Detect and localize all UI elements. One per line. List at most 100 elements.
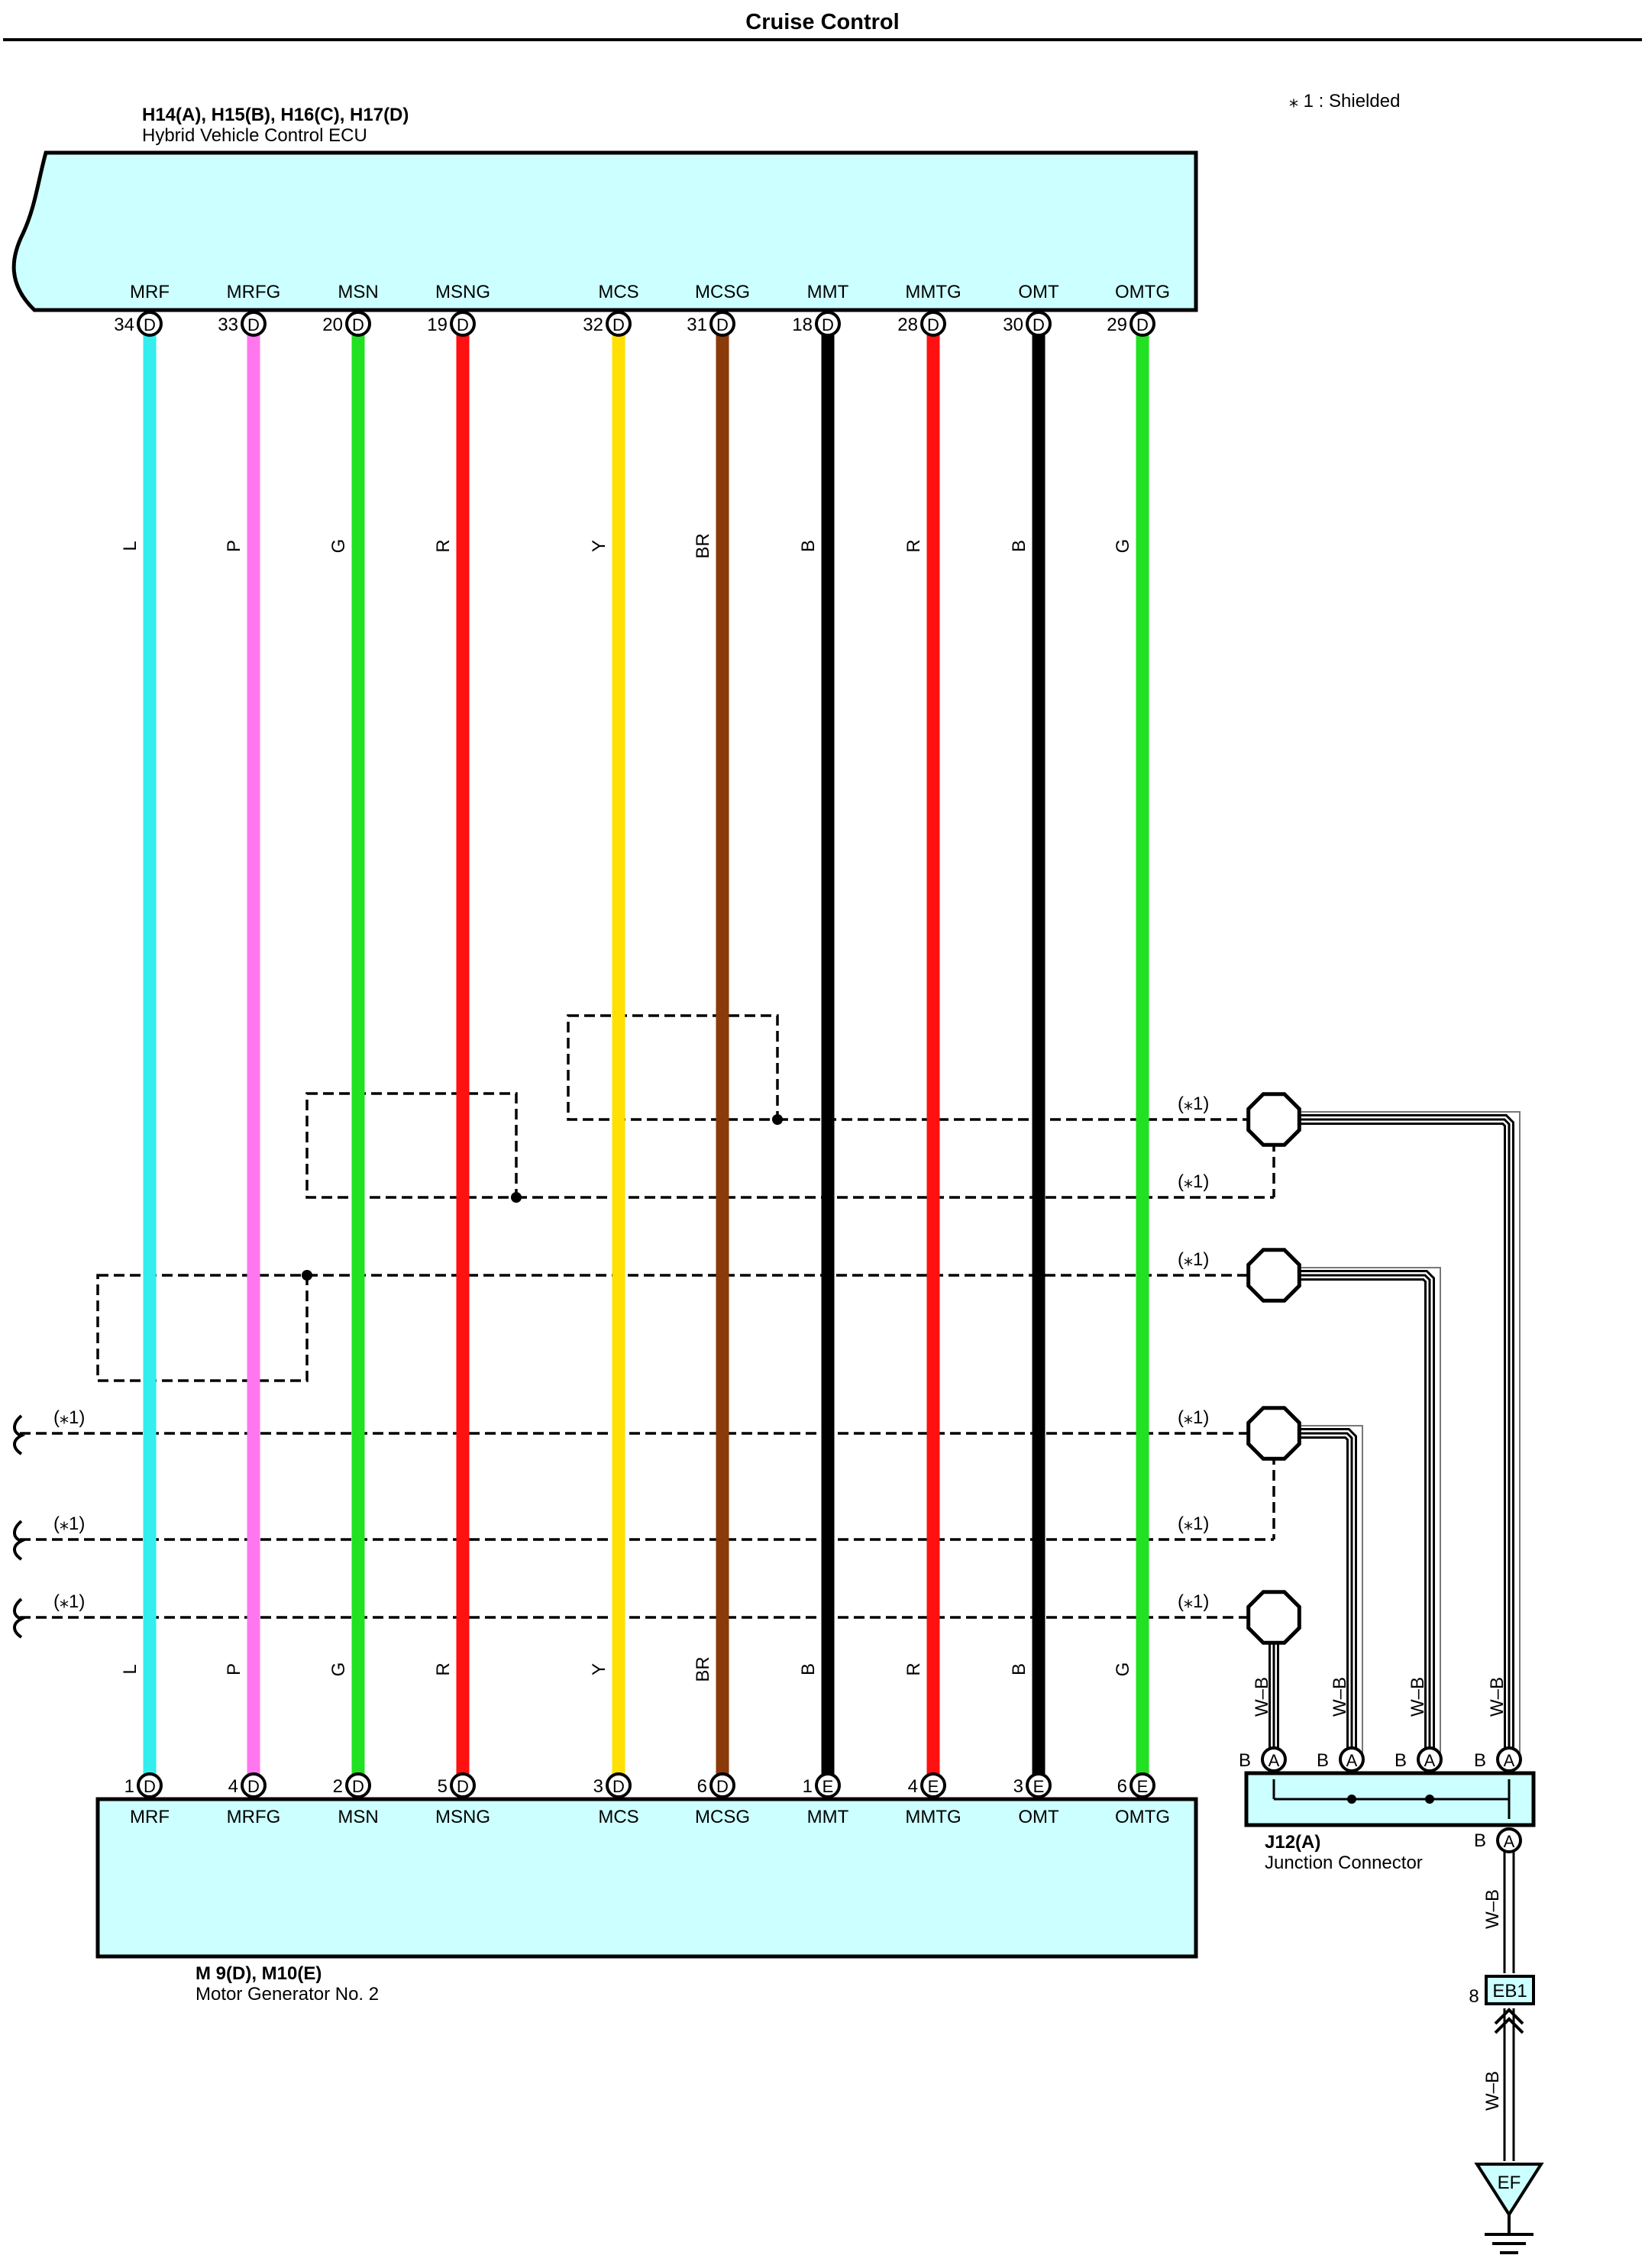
ecu-pin-connector: D [247,315,260,334]
ecu-pin-circle [1026,311,1052,337]
motor-pin-connector: D [716,1777,729,1796]
ecu-pin-circle [920,311,946,337]
junction-pin-circle [1417,1746,1443,1772]
junction-name: Junction Connector [1265,1853,1423,1873]
junction-bus [1272,1779,1511,1819]
ground-wire-label-1: W–B [1482,1889,1503,1929]
motor-pin-circle [450,1772,476,1798]
ecu-terminal-name: MMTG [905,282,961,302]
wire-group: MRFD34LLD1MRFMRFGD33PPD4MRFGMSND20GGD2MS… [114,282,1170,1827]
motor-pin-connector: E [1137,1777,1149,1796]
ecu-connectors: H14(A), H15(B), H16(C), H17(D) [142,105,409,125]
ecu-pin-number: 34 [114,315,134,335]
motor-terminal-name: MSNG [435,1807,490,1827]
harness-core [1300,1432,1353,1761]
shield-label: (⁎1) [1178,1094,1209,1114]
motor-pin-circle [241,1772,267,1798]
motor-pin-connector: E [1033,1777,1045,1796]
motor-pin-number: 3 [1013,1776,1023,1797]
junction-pin-letter: A [1424,1751,1436,1770]
wire-color-code-bottom: G [1113,1662,1133,1677]
junction-pin-circle [1261,1746,1287,1772]
wire-color-code-top: Y [589,540,609,552]
junction-wire-label: W–B [1407,1677,1428,1717]
motor-terminal-name: OMT [1018,1807,1059,1827]
ecu-pin-number: 18 [792,315,813,335]
page-title: Cruise Control [745,10,899,34]
ecu-pin-connector: D [1033,315,1045,334]
junction-out-pin [1496,1827,1522,1853]
ground-triangle [1474,2163,1544,2218]
ecu-pin-number: 31 [687,315,707,335]
junction-out-wire: B [1474,1830,1486,1851]
motor-pin-circle [920,1772,946,1798]
ecu-pin-circle [815,311,841,337]
shield-label: (⁎1) [53,1591,85,1612]
shield-break-marks [13,1414,26,1639]
wire-color-code-bottom: G [328,1662,349,1677]
ecu-terminal-name: MSNG [435,282,490,302]
harness-guide [1301,1111,1521,1761]
motor-pin-connector: D [144,1777,156,1796]
shield-label: (⁎1) [53,1514,85,1534]
shield-label: (⁎1) [1178,1514,1209,1534]
shield-ground-octagon-2 [1246,1248,1301,1303]
harness-guide [1301,1267,1441,1761]
shield-lines [20,1014,1275,1619]
shield-labels: (⁎1)(⁎1)(⁎1)(⁎1)(⁎1)(⁎1)(⁎1)(⁎1)(⁎1) [53,1094,1209,1612]
motor-pin-circle [606,1772,632,1798]
junction-pin-wire: B [1317,1750,1329,1771]
junction-id: J12(A) [1265,1832,1320,1853]
junction-wire-label: W–B [1487,1677,1508,1717]
motor-pin-circle [345,1772,371,1798]
wire-color-code-top: B [1009,540,1029,552]
shield-ground-octagon-3 [1246,1406,1301,1461]
ground-harness [1268,1111,1521,1761]
motor-pin-circle [815,1772,841,1798]
motor-terminal-name: MRF [130,1807,170,1827]
ecu-pin-connector: D [457,315,469,334]
motor-pin-number: 5 [438,1776,448,1797]
ecu-pin-connector: D [612,315,625,334]
junction-pin-wire: B [1239,1750,1251,1771]
motor-terminal-name: MMTG [905,1807,961,1827]
motor-pin-number: 2 [333,1776,343,1797]
wire-color-code-bottom: Y [589,1663,609,1675]
wire-color-code-top: BR [693,533,713,558]
ecu-pin-circle [606,311,632,337]
junction-pin-letter: A [1504,1751,1515,1770]
ground-connector-chevron [1494,2008,1524,2034]
motor-terminal-name: MCS [598,1807,638,1827]
shield-ground-octagon-4 [1246,1590,1301,1645]
ecu-pin-connector: D [352,315,364,334]
harness-guide [1301,1425,1363,1761]
motor-terminal-name: OMTG [1115,1807,1170,1827]
motor-name: Motor Generator No. 2 [196,1984,379,2005]
ground-wire [1503,1851,1515,2161]
motor-pin-number: 3 [593,1776,603,1797]
wire-color-code-bottom: B [1009,1663,1029,1675]
junction-pin-letter: A [1346,1751,1358,1770]
motor-pin-connector: D [352,1777,364,1796]
wire-color-code-bottom: R [903,1662,924,1675]
shield-ground-octagon-1 [1246,1092,1301,1147]
junction-pin-letter: A [1268,1751,1280,1770]
ecu-pin-connector: D [927,315,939,334]
harness-outer [1300,1114,1514,1761]
motor-pin-circle [1130,1772,1155,1798]
ecu-pin-circle [709,311,735,337]
junction-pin-circle [1339,1746,1365,1772]
ecu-pin-circle [1130,311,1155,337]
wire-color-code-top: P [224,540,244,552]
motor-pin-circle [137,1772,163,1798]
ecu-pin-number: 28 [897,315,918,335]
ecu-pin-connector: D [144,315,156,334]
